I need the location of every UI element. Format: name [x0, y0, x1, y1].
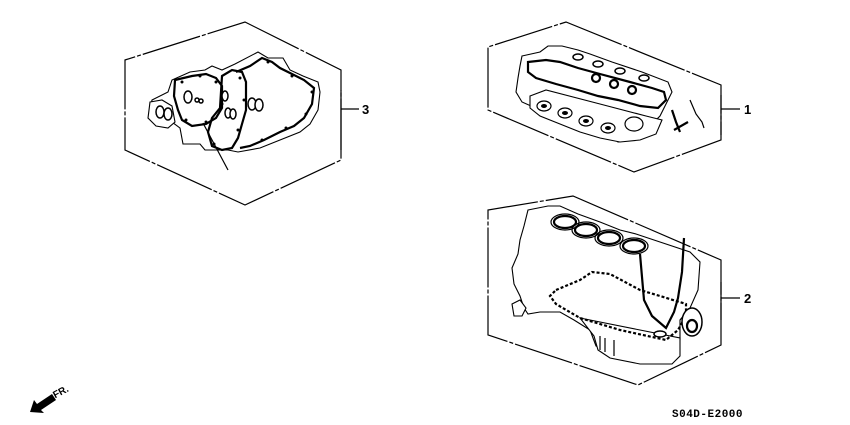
panel-2-frame [487, 195, 722, 386]
panel-cylinder-head-gasket-kit[interactable] [487, 21, 740, 173]
diagram-code: S04D-E2000 [672, 409, 744, 421]
engine-block-gasket-kit-illustration [511, 205, 703, 365]
callout-number-2[interactable]: 2 [744, 291, 752, 306]
panel-transmission-gasket-kit[interactable] [124, 21, 359, 206]
callout-number-3[interactable]: 3 [362, 102, 370, 117]
panel-3-frame [124, 21, 342, 206]
front-direction-arrow-icon [30, 394, 56, 413]
transmission-gasket-kit-illustration [147, 51, 321, 171]
cylinder-head-gasket-kit-illustration [515, 45, 705, 143]
panel-1-frame [487, 21, 722, 173]
callout-number-1[interactable]: 1 [744, 102, 752, 117]
panel-engine-block-gasket-kit[interactable] [487, 195, 740, 386]
